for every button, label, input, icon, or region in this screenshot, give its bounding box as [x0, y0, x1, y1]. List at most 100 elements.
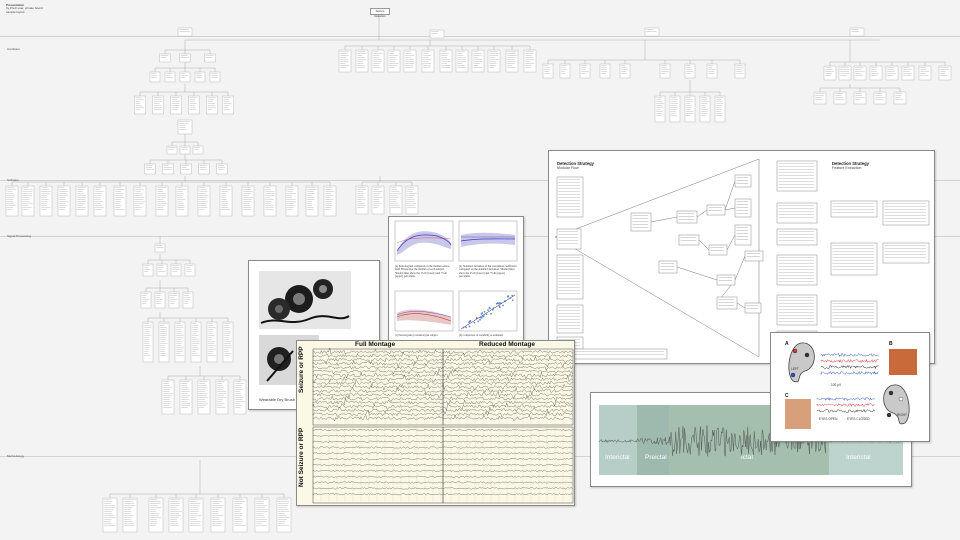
flow-box[interactable] — [734, 174, 752, 188]
tree-node[interactable] — [938, 65, 952, 81]
tree-node[interactable] — [734, 63, 746, 79]
flow-box[interactable] — [716, 296, 738, 310]
tree-node[interactable] — [263, 185, 277, 217]
tree-node[interactable] — [209, 71, 221, 83]
flow-box[interactable] — [882, 242, 930, 264]
flow-box[interactable] — [556, 176, 584, 218]
tree-node[interactable] — [197, 185, 211, 217]
tree-node[interactable] — [276, 497, 292, 533]
flow-box[interactable] — [716, 274, 736, 286]
tree-node[interactable] — [140, 291, 152, 309]
tree-node[interactable] — [405, 185, 419, 215]
electrode-placement-panel[interactable]: A B C LEFT RIGHT EYES OPEN EYES CLOSED 1… — [770, 332, 930, 442]
flow-box[interactable] — [830, 242, 878, 276]
flow-box[interactable] — [882, 200, 930, 226]
tree-node[interactable] — [869, 65, 883, 81]
tree-node[interactable] — [154, 291, 166, 309]
tree-node[interactable] — [175, 185, 189, 217]
tree-node[interactable] — [188, 497, 204, 533]
flow-box[interactable] — [776, 160, 818, 192]
tree-node[interactable] — [232, 497, 248, 533]
tree-node[interactable] — [487, 49, 501, 73]
tree-node[interactable] — [599, 63, 611, 79]
flow-box[interactable] — [776, 294, 818, 326]
tree-node[interactable] — [179, 145, 191, 155]
tree-node[interactable] — [714, 95, 726, 123]
tree-node[interactable] — [505, 49, 519, 73]
tree-node[interactable] — [156, 263, 168, 277]
tree-node[interactable] — [706, 63, 718, 79]
tree-node[interactable] — [206, 321, 218, 363]
flow-box[interactable] — [706, 204, 726, 216]
tree-node[interactable] — [168, 497, 184, 533]
tree-node[interactable] — [619, 63, 631, 79]
tree-node[interactable] — [684, 95, 696, 123]
tree-node[interactable] — [471, 49, 485, 73]
tree-node[interactable] — [133, 185, 147, 217]
tree-node[interactable] — [152, 95, 164, 115]
tree-node[interactable] — [134, 95, 146, 115]
tree-node[interactable] — [204, 53, 216, 63]
tree-node[interactable] — [206, 95, 218, 115]
eeg-montage-panel[interactable]: Full Montage Reduced Montage Seizure or … — [296, 340, 575, 506]
tree-node[interactable] — [403, 49, 417, 73]
tree-node[interactable] — [142, 321, 154, 363]
root-node[interactable]: Seizure Detection — [370, 8, 390, 18]
tree-node[interactable] — [338, 49, 352, 73]
tree-node[interactable] — [838, 65, 852, 81]
flow-box[interactable] — [734, 224, 752, 246]
tree-node[interactable] — [93, 185, 107, 217]
tree-node[interactable] — [885, 65, 899, 81]
flow-box[interactable] — [744, 302, 762, 314]
flow-box[interactable] — [776, 202, 818, 224]
tree-node[interactable] — [155, 185, 169, 217]
tree-node[interactable] — [166, 145, 178, 155]
tree-node[interactable] — [148, 497, 164, 533]
flow-box[interactable] — [678, 234, 700, 246]
flow-box[interactable] — [556, 254, 584, 300]
flow-box[interactable] — [658, 260, 678, 274]
tree-node[interactable] — [873, 91, 887, 105]
tree-node[interactable] — [659, 63, 671, 79]
tree-node[interactable] — [192, 145, 204, 155]
tree-node[interactable] — [901, 65, 915, 81]
tree-node[interactable] — [170, 95, 182, 115]
tree-node[interactable] — [684, 63, 696, 79]
tree-node[interactable] — [158, 321, 170, 363]
tree-node[interactable] — [180, 163, 192, 175]
tree-node[interactable] — [5, 185, 19, 217]
tree-node[interactable] — [323, 185, 337, 217]
periodogram-panel[interactable]: (a) Periodogram computed on the median s… — [388, 216, 524, 346]
tree-node[interactable] — [161, 379, 175, 415]
tree-node[interactable] — [644, 27, 660, 37]
tree-node[interactable] — [523, 49, 537, 73]
tree-node[interactable] — [21, 185, 35, 217]
tree-node[interactable] — [285, 185, 299, 217]
tree-node[interactable] — [853, 91, 867, 105]
tree-node[interactable] — [389, 185, 403, 215]
tree-node[interactable] — [39, 185, 53, 217]
tree-node[interactable] — [177, 27, 193, 37]
flow-box[interactable] — [630, 212, 652, 232]
tree-node[interactable] — [102, 497, 118, 533]
tree-node[interactable] — [813, 91, 827, 105]
tree-node[interactable] — [149, 71, 161, 83]
flow-box[interactable] — [734, 198, 752, 218]
tree-node[interactable] — [216, 163, 228, 175]
tree-node[interactable] — [164, 71, 176, 83]
tree-node[interactable] — [75, 185, 89, 217]
tree-node[interactable] — [654, 95, 666, 123]
tree-node[interactable] — [190, 321, 202, 363]
tree-node[interactable] — [222, 95, 234, 115]
tree-node[interactable] — [179, 53, 191, 63]
tree-node[interactable] — [823, 65, 837, 81]
tree-node[interactable] — [669, 95, 681, 123]
tree-node[interactable] — [559, 63, 571, 79]
tree-node[interactable] — [57, 185, 71, 217]
flow-box[interactable] — [830, 200, 878, 218]
tree-node[interactable] — [177, 119, 193, 135]
tree-node[interactable] — [154, 243, 166, 253]
tree-node[interactable] — [179, 71, 191, 83]
tree-node[interactable] — [387, 49, 401, 73]
